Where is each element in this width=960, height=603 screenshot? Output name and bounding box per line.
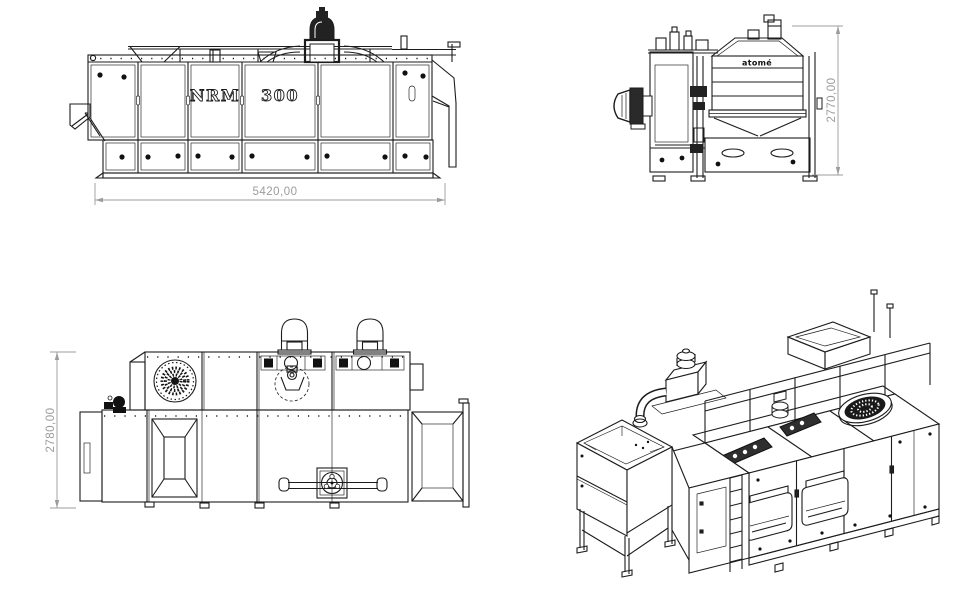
length-dimension-label: 5420,00 (252, 186, 297, 198)
inspection-strip-2 (335, 355, 405, 371)
left-cabinet (649, 51, 705, 173)
plan-view: 2780,00 (30, 300, 490, 550)
side-fittings (690, 86, 823, 153)
panel-bolts-upper (97, 70, 426, 80)
rear-hatch (786, 321, 872, 370)
inlet-chute (69, 103, 91, 130)
drive-motor (613, 87, 653, 130)
feed-hopper (575, 419, 674, 537)
front-elevation-view: NRM 300 (60, 0, 480, 215)
manhole-port (274, 365, 310, 402)
left-end-door (79, 411, 103, 502)
model-number-label: 300 (261, 86, 299, 105)
panel-frames (90, 64, 430, 138)
support-legs (652, 52, 818, 182)
exhaust-motor (303, 7, 341, 64)
corner-motor (104, 395, 126, 413)
fan-grille-iso (838, 392, 893, 427)
ladder (729, 474, 743, 572)
burner-piping (278, 467, 388, 499)
dome-blower-1 (277, 318, 312, 355)
center-housing (704, 14, 811, 173)
hopper-legs (576, 506, 676, 578)
main-body-plan (101, 409, 409, 509)
lower-panel-frames (105, 142, 431, 171)
front-face-bolts (756, 432, 932, 551)
walkway-railing (704, 289, 931, 443)
height-dimension: 2770,00 (792, 25, 843, 176)
length-dimension: 5420,00 (94, 183, 446, 205)
right-end-door (411, 398, 470, 508)
width-dimension-label: 2780,00 (45, 407, 57, 452)
lower-panel-row (84, 112, 442, 179)
width-dimension: 2780,00 (45, 351, 76, 509)
dome-blower-2 (352, 318, 388, 355)
model-prefix-label: NRM (190, 86, 240, 105)
inspection-strip-1 (260, 355, 326, 371)
access-hatch (151, 418, 198, 498)
roof-structures (89, 35, 461, 63)
duct-scoop-2 (801, 470, 849, 526)
panel-bolts-lower (119, 153, 429, 160)
isometric-view (540, 280, 960, 600)
center-vent-braces (721, 390, 822, 466)
height-dimension-label: 2770,00 (826, 77, 838, 122)
end-elevation-view: atomé 2770,00 (600, 10, 855, 205)
roof-platform (648, 26, 718, 54)
outlet-chute (431, 59, 457, 168)
fan-grille (153, 359, 197, 403)
roof-blower (632, 348, 727, 428)
brand-logo: atomé (742, 58, 772, 68)
